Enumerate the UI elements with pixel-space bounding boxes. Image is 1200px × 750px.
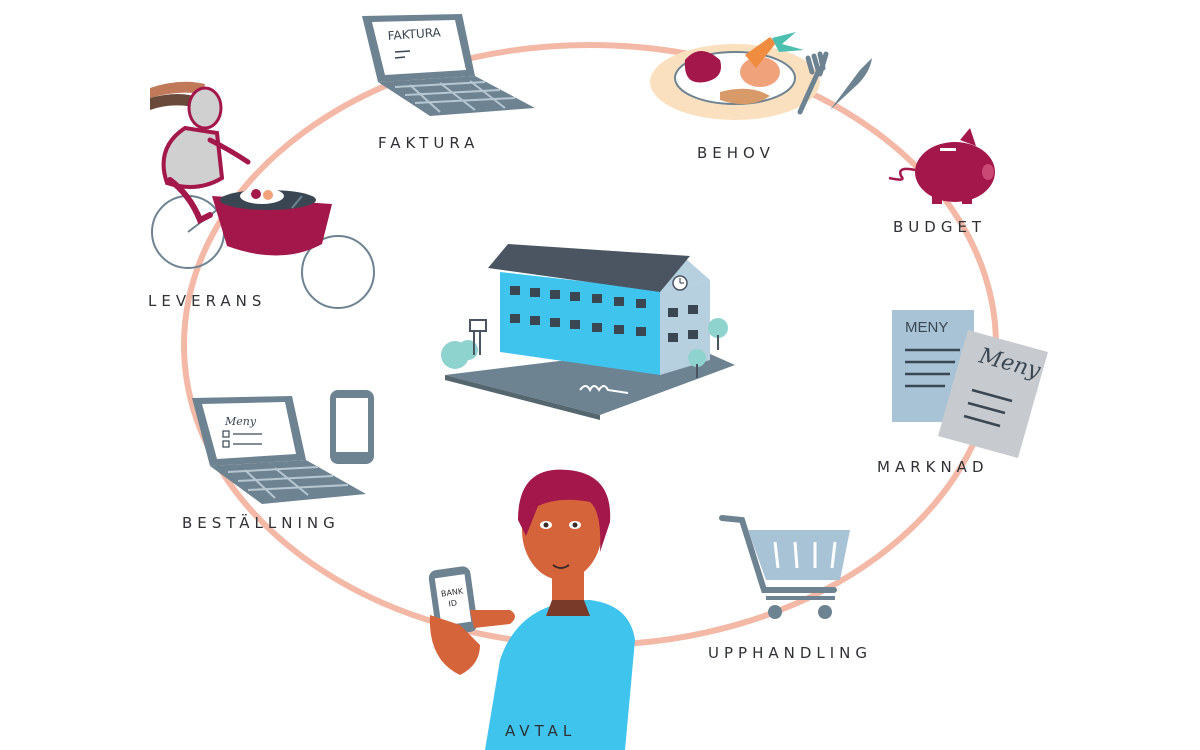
meal-plate-icon <box>650 32 872 120</box>
piggy-bank-icon <box>888 128 995 204</box>
shopping-cart-icon <box>719 515 850 619</box>
order-laptop-text: Meny <box>224 415 257 428</box>
step-label-budget: BUDGET <box>893 218 987 236</box>
person-with-phone-icon: BANK ID <box>428 469 635 750</box>
menu-cards-icon: MENY Meny <box>892 310 1048 458</box>
order-laptop-icon: Meny <box>192 396 366 504</box>
order-phone-icon <box>330 390 374 464</box>
step-label-leverans: LEVERANS <box>148 292 267 310</box>
phone-text-line2: ID <box>448 599 458 609</box>
step-label-behov: BEHOV <box>697 144 775 162</box>
step-label-marknad: MARKNAD <box>877 458 989 476</box>
invoice-laptop-icon: FAKTURA <box>362 14 535 116</box>
school-building-icon <box>441 244 735 420</box>
invoice-laptop-text: FAKTURA <box>387 25 442 43</box>
phone-text-line1: BANK <box>440 586 464 598</box>
menu-card-1-text: MENY <box>905 319 948 336</box>
step-label-avtal: AVTAL <box>505 722 577 740</box>
step-label-upphandling: UPPHANDLING <box>708 644 873 662</box>
delivery-cargo-bike-icon <box>150 81 375 309</box>
step-label-bestallning: BESTÄLLNING <box>182 514 340 532</box>
step-label-faktura: FAKTURA <box>378 134 480 152</box>
